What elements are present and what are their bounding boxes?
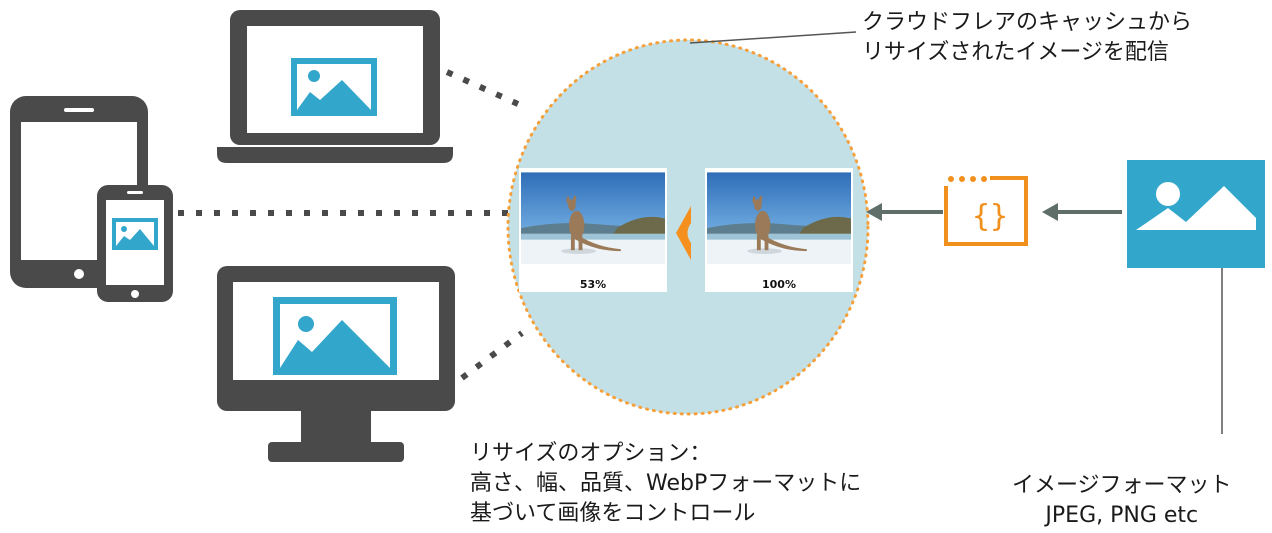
resized-percent-label: 53% (580, 278, 606, 291)
laptop-icon (217, 10, 453, 163)
phone-icon (97, 185, 173, 302)
monitor-connector (460, 330, 524, 381)
image-icon (1127, 160, 1265, 268)
cdn-caption: クラウドフレアのキャッシュから リサイズされたイメージを配信 (862, 8, 1192, 68)
laptop-connector (445, 69, 520, 107)
original-photo: 100% (705, 168, 853, 292)
code-braces-icon: {} (944, 176, 1028, 246)
resized-photo: 53% (519, 168, 667, 292)
resize-arrow-icon (676, 206, 691, 260)
format-caption-line1: イメージフォーマット (1012, 473, 1232, 498)
image-format-caption: イメージフォーマット JPEG, PNG etc (1012, 471, 1232, 531)
resize-caption-line1: リサイズのオプション： (470, 441, 712, 466)
resize-caption-line3: 基づいて画像をコントロール (470, 501, 756, 526)
image-icon (291, 58, 377, 116)
arrow-worker-to-cache (866, 203, 943, 221)
image-icon (273, 297, 397, 375)
device-connectors (178, 69, 524, 381)
cdn-caption-line2: リサイズされたイメージを配信 (862, 40, 1169, 65)
cdn-caption-line1: クラウドフレアのキャッシュから (862, 10, 1193, 35)
resize-caption-line2: 高さ、幅、品質、WebPフォーマットに (470, 471, 862, 496)
caption-pointer (689, 31, 857, 44)
monitor-icon (217, 266, 455, 462)
resize-options-caption: リサイズのオプション： 高さ、幅、品質、WebPフォーマットに 基づいて画像をコ… (470, 439, 861, 529)
arrow-source-to-worker (1042, 203, 1122, 221)
svg-text:{}: {} (972, 199, 1008, 234)
image-icon (112, 218, 158, 250)
format-caption-line2: JPEG, PNG etc (1045, 503, 1199, 528)
original-percent-label: 100% (762, 278, 796, 291)
